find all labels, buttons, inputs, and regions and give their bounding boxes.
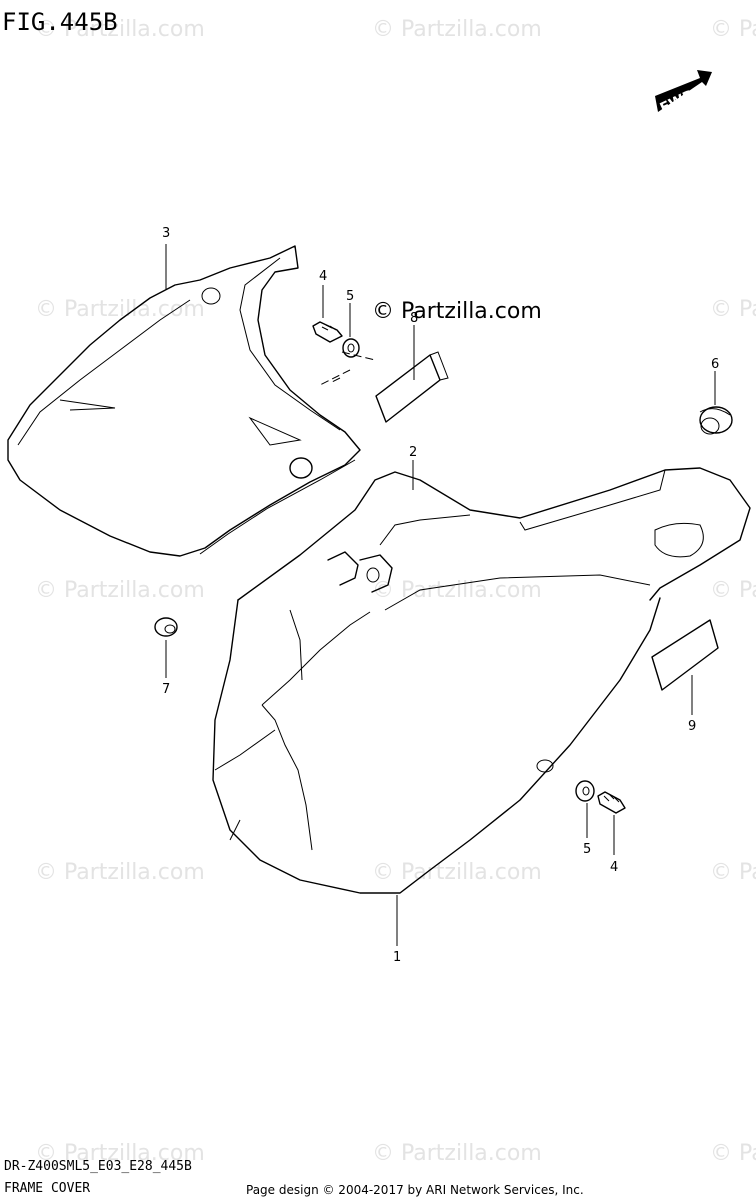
- assembly-dash-line: [319, 351, 376, 386]
- part-1-side-cover: [212, 597, 661, 894]
- part-4-bolt-lower: [597, 791, 626, 814]
- watermark: © Partzilla.com: [35, 17, 205, 42]
- watermark: © Partzilla.com: [35, 578, 205, 603]
- callout-7: 7: [162, 682, 170, 697]
- callout-2: 2: [409, 445, 417, 460]
- watermark: © Partzilla.com: [35, 1141, 205, 1166]
- callout-8: 8: [410, 311, 418, 326]
- callout-6: 6: [711, 357, 719, 372]
- callout-leaders: [165, 244, 716, 946]
- part-3-upper-frame-cover: [7, 245, 361, 557]
- watermark: © Partzilla.com: [372, 1141, 542, 1166]
- watermark: © Partzilla.com: [710, 1141, 756, 1166]
- watermark-layer: © Partzilla.com © Partzilla.com © Partzi…: [35, 17, 756, 1166]
- callout-4: 4: [610, 860, 618, 875]
- watermark: © Partzilla.com: [372, 860, 542, 885]
- watermark: © Partzilla.com: [372, 578, 542, 603]
- section-name: FRAME COVER: [4, 1181, 90, 1196]
- watermark: © Partzilla.com: [372, 17, 542, 42]
- part-4-bolt-upper: [312, 321, 343, 343]
- watermark: © Partzilla.com: [710, 860, 756, 885]
- watermark: © Partzilla.com: [35, 860, 205, 885]
- callout-1: 1: [393, 950, 401, 965]
- watermark: © Partzilla.com: [710, 578, 756, 603]
- part-6-grommet: [699, 406, 733, 435]
- watermark: © Partzilla.com: [710, 17, 756, 42]
- part-2-side-cover-upper: [237, 467, 751, 611]
- callout-4: 4: [319, 269, 327, 284]
- callout-5: 5: [346, 289, 354, 304]
- callout-9: 9: [688, 719, 696, 734]
- part-9-damper-pad: [651, 619, 719, 691]
- part-7-grommet: [154, 617, 178, 637]
- copyright-notice: Page design © 2004-2017 by ARI Network S…: [246, 1183, 584, 1197]
- fwd-arrow-icon: FWD: [655, 70, 712, 117]
- watermark: © Partzilla.com: [710, 297, 756, 322]
- part-8-damper-pad: [375, 351, 449, 423]
- model-code: DR-Z400SML5_E03_E28_445B: [4, 1159, 192, 1174]
- watermark: © Partzilla.com: [35, 297, 205, 322]
- part-5-washer-upper: [342, 338, 360, 358]
- callout-5: 5: [583, 842, 591, 857]
- part-5-washer-lower: [575, 780, 595, 802]
- figure-label: FIG.445B: [2, 8, 118, 36]
- callout-3: 3: [162, 226, 170, 241]
- brand-label: © Partzilla.com: [372, 299, 542, 324]
